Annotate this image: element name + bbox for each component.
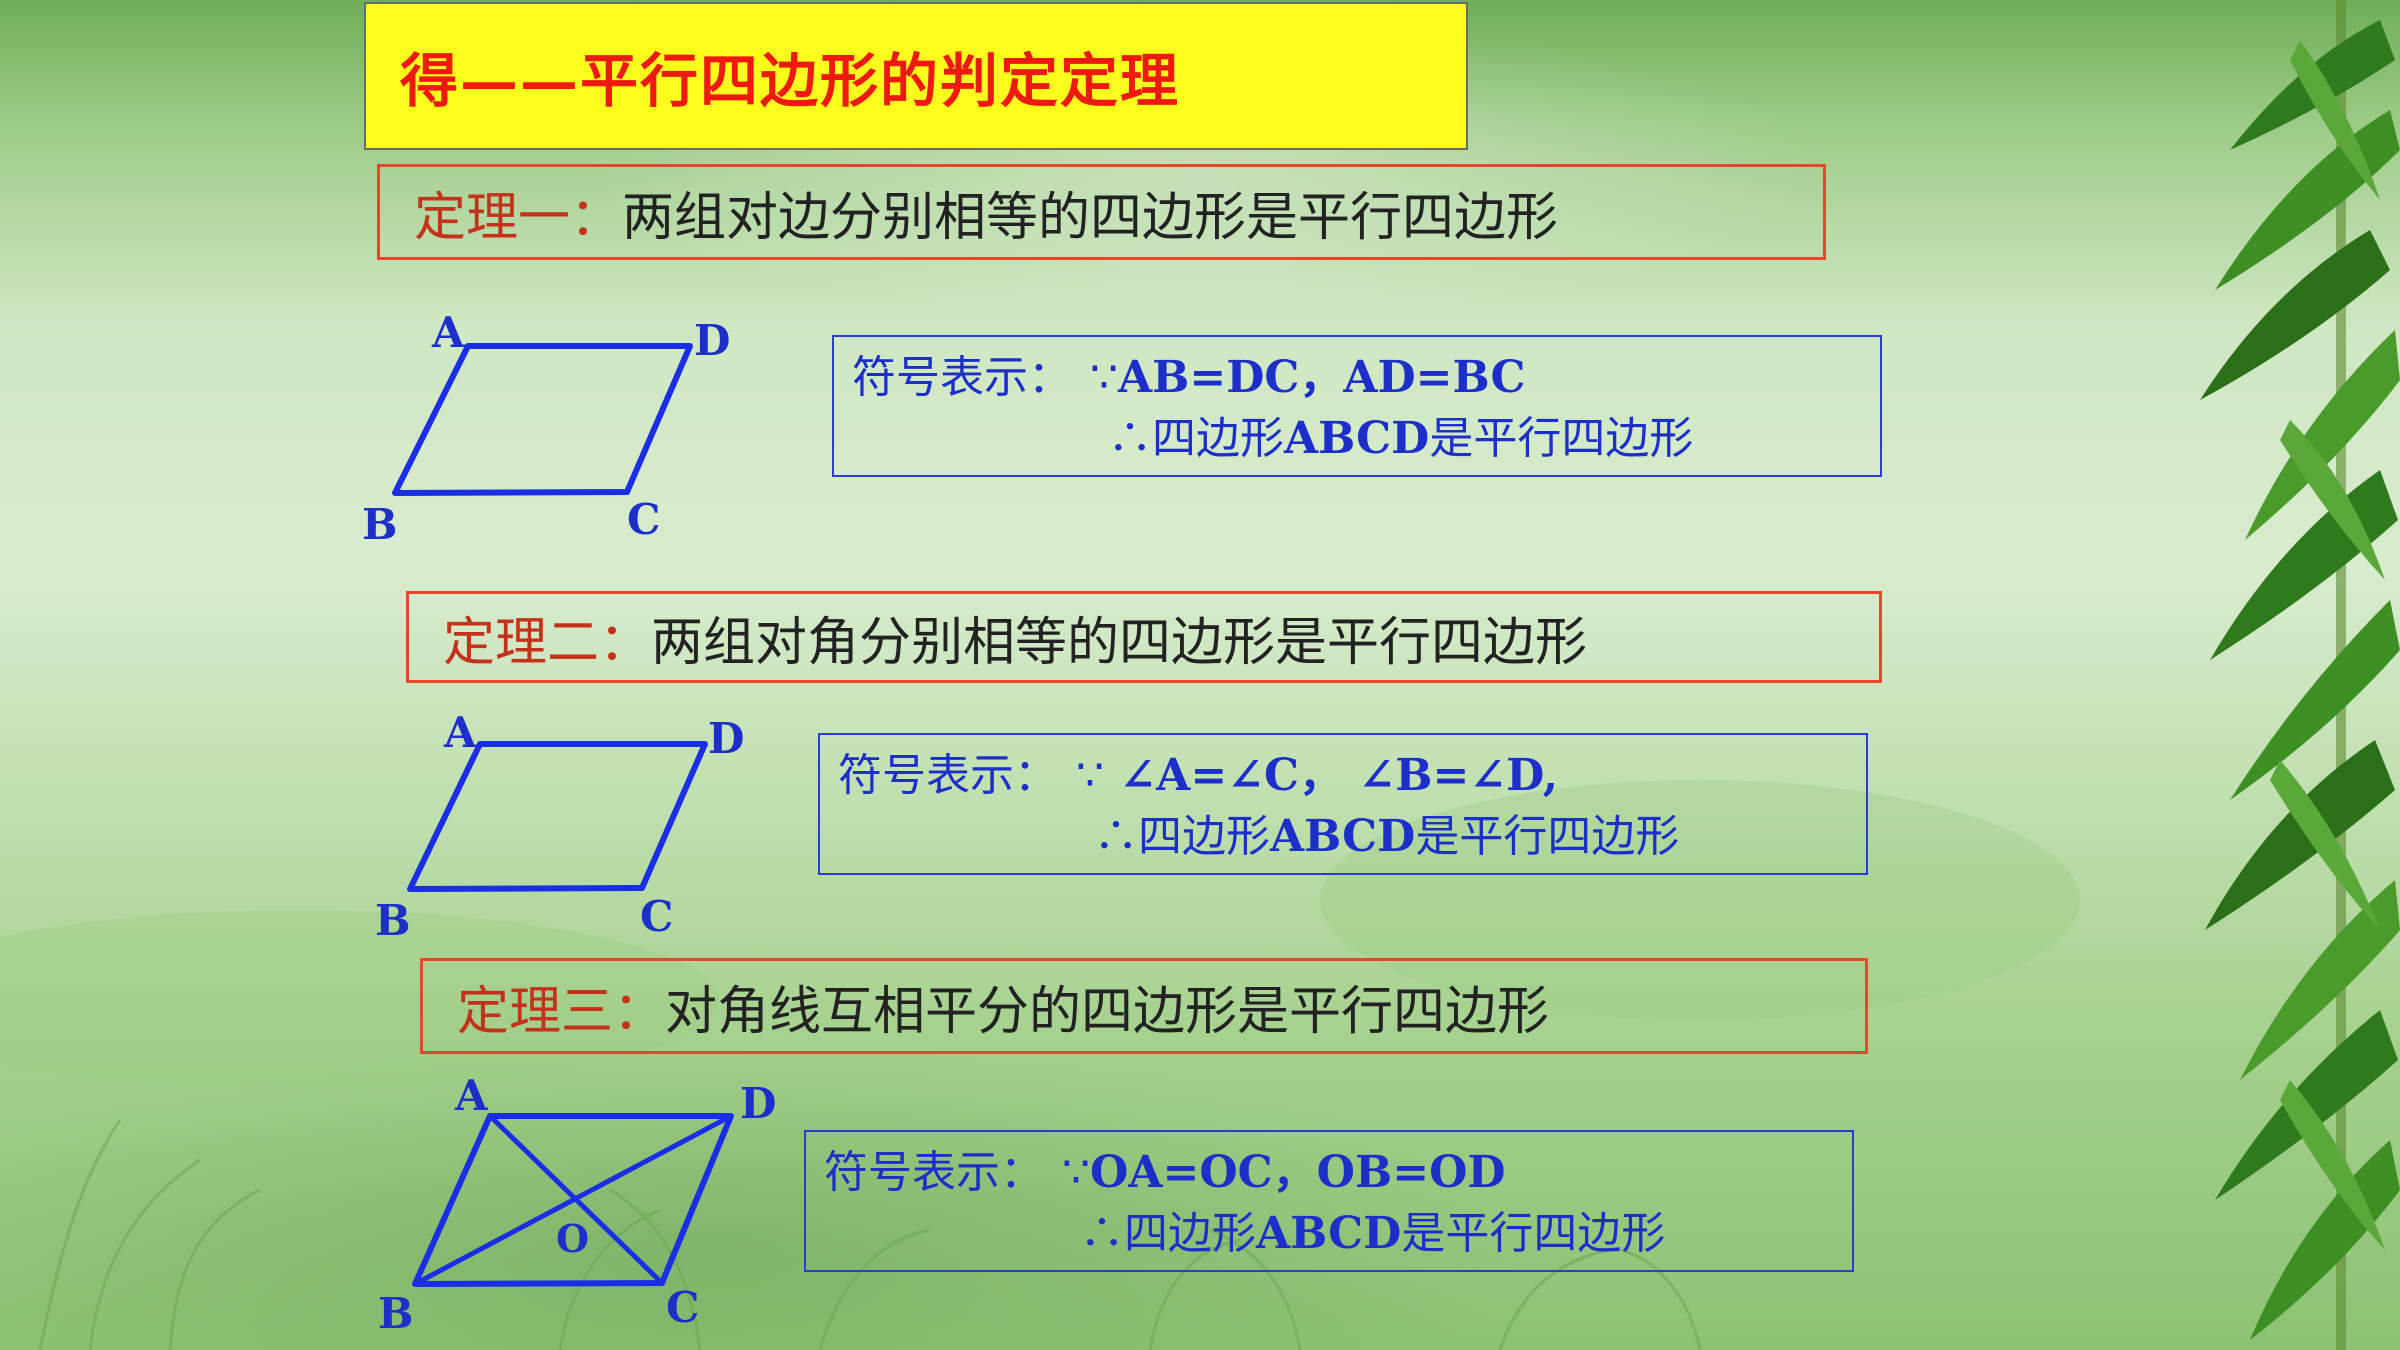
vertex-label-a: A — [443, 708, 478, 757]
theorem-one-colon: ： — [570, 187, 623, 248]
symbol-label: 符号表示： — [838, 750, 1058, 801]
condition-text: ∠A=∠C， ∠B=∠D, — [1104, 750, 1559, 801]
vertex-label-b: B — [375, 896, 411, 945]
theorem-three-colon: ： — [613, 981, 666, 1042]
theorem-two-symbols: 符号表示： ∵ ∠A=∠C， ∠B=∠D, ∴四边形ABCD是平行四边形 — [818, 733, 1868, 875]
vertex-label-a: A — [454, 1071, 489, 1120]
diagonal-bd — [413, 1113, 733, 1287]
therefore-symbol: ∴ — [1094, 811, 1138, 862]
theorem-three-box: 定理三：对角线互相平分的四边形是平行四边形 — [420, 958, 1868, 1054]
theorem-one-box: 定理一：两组对边分别相等的四边形是平行四边形 — [377, 164, 1826, 260]
condition-text: OA=OC，OB=OD — [1090, 1147, 1506, 1198]
condition-text: AB=DC，AD=BC — [1118, 352, 1526, 403]
parallelogram-figure-one: A D B C — [362, 308, 730, 549]
conclusion-pre: 四边形 — [1124, 1208, 1256, 1259]
conclusion-post: 是平行四边形 — [1415, 811, 1680, 862]
vertex-label-d: D — [740, 1079, 776, 1128]
symbol-label: 符号表示： — [852, 352, 1072, 403]
theorem-one-label: 定理一 — [414, 187, 571, 248]
conclusion-pre: 四边形 — [1138, 811, 1270, 862]
parallelogram-figure-three: A D B C O — [378, 1071, 776, 1338]
vertex-label-a: A — [431, 308, 466, 357]
page-title: 得——平行四边形的判定定理 — [364, 2, 1468, 150]
theorem-one-text: 两组对边分别相等的四边形是平行四边形 — [622, 187, 1559, 248]
vertex-label-b: B — [362, 500, 398, 549]
conclusion-pre: 四边形 — [1152, 413, 1284, 464]
theorem-three-symbols: 符号表示： ∵OA=OC，OB=OD ∴四边形ABCD是平行四边形 — [804, 1130, 1854, 1272]
vertex-label-d: D — [708, 714, 744, 763]
parallelogram-figure-two: A D B C — [375, 708, 744, 945]
therefore-symbol: ∴ — [1108, 413, 1152, 464]
theorem-two-colon: ： — [599, 612, 652, 673]
theorem-two-text: 两组对角分别相等的四边形是平行四边形 — [651, 612, 1588, 673]
therefore-symbol: ∴ — [1080, 1208, 1124, 1259]
because-symbol: ∵ — [1090, 352, 1118, 403]
conclusion-post: 是平行四边形 — [1401, 1208, 1666, 1259]
vertex-label-c: C — [666, 1283, 699, 1332]
theorem-three-text: 对角线互相平分的四边形是平行四边形 — [665, 981, 1550, 1042]
theorem-one-symbols: 符号表示： ∵AB=DC，AD=BC ∴四边形ABCD是平行四边形 — [832, 335, 1882, 477]
because-symbol: ∵ — [1076, 750, 1104, 801]
conclusion-name: ABCD — [1284, 413, 1430, 464]
parallelogram-shape — [392, 343, 693, 496]
theorem-three-label: 定理三 — [457, 981, 614, 1042]
parallelogram-shape — [407, 741, 708, 892]
because-symbol: ∵ — [1062, 1147, 1090, 1198]
conclusion-name: ABCD — [1256, 1208, 1402, 1259]
vertex-label-c: C — [640, 892, 673, 941]
vertex-label-b: B — [378, 1289, 414, 1338]
symbol-label: 符号表示： — [824, 1147, 1044, 1198]
vertex-label-c: C — [627, 495, 660, 544]
conclusion-post: 是平行四边形 — [1429, 413, 1694, 464]
theorem-two-label: 定理二 — [443, 612, 600, 673]
conclusion-name: ABCD — [1270, 811, 1416, 862]
center-label-o: O — [556, 1216, 589, 1261]
vertex-label-d: D — [694, 316, 730, 365]
theorem-two-box: 定理二：两组对角分别相等的四边形是平行四边形 — [406, 591, 1882, 683]
